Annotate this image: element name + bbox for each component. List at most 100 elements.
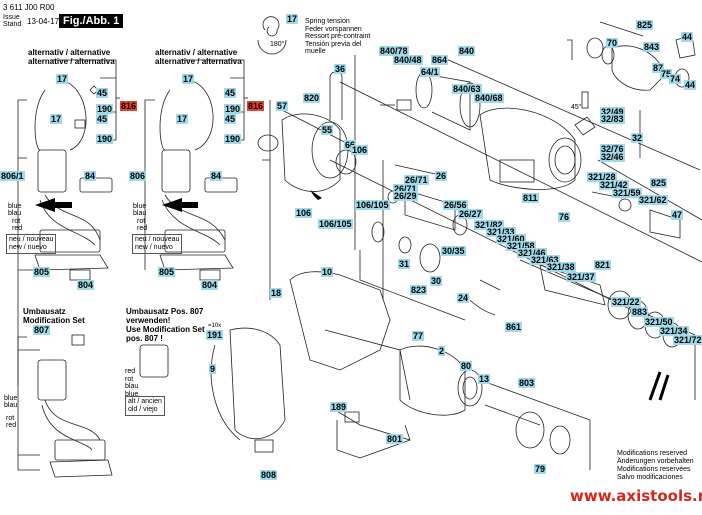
part-label[interactable]: 321/28 <box>587 172 617 182</box>
part-label[interactable]: 807 <box>33 325 51 335</box>
part-label[interactable]: 26/71 <box>393 184 418 194</box>
part-label[interactable]: 805 <box>33 267 51 277</box>
part-label[interactable]: 17 <box>56 74 69 84</box>
part-label[interactable]: 321/46 <box>517 248 547 258</box>
part-label[interactable]: 44 <box>684 80 697 90</box>
part-label[interactable]: 84 <box>84 171 97 181</box>
part-label-highlight[interactable]: 816 <box>247 101 265 111</box>
part-label[interactable]: 77 <box>412 331 425 341</box>
part-label[interactable]: 190 <box>96 134 114 144</box>
part-label[interactable]: 45 <box>224 88 237 98</box>
part-label[interactable]: 321/22 <box>611 297 641 307</box>
part-label[interactable]: 106/105 <box>355 200 390 210</box>
part-label[interactable]: 64/1 <box>420 67 440 77</box>
part-label[interactable]: 803 <box>518 378 536 388</box>
part-label[interactable]: 76 <box>558 212 571 222</box>
part-label[interactable]: 861 <box>505 322 523 332</box>
part-label[interactable]: 190 <box>96 104 114 114</box>
part-label[interactable]: 321/58 <box>506 241 536 251</box>
part-label[interactable]: 74 <box>669 74 682 84</box>
part-label[interactable]: 321/33 <box>486 227 516 237</box>
part-label[interactable]: 2 <box>438 346 446 356</box>
part-label[interactable]: 804 <box>201 280 219 290</box>
part-label[interactable]: 30/35 <box>441 246 466 256</box>
part-label[interactable]: 13 <box>478 374 491 384</box>
part-label[interactable]: 840/78 <box>379 46 409 56</box>
part-label[interactable]: 190 <box>224 134 242 144</box>
part-label[interactable]: 17 <box>182 74 195 84</box>
part-label[interactable]: 80 <box>460 361 473 371</box>
part-label[interactable]: 17 <box>176 114 189 124</box>
part-label[interactable]: 26/27 <box>458 209 483 219</box>
part-label[interactable]: 45 <box>96 114 109 124</box>
part-label[interactable]: 321/34 <box>659 326 689 336</box>
part-label[interactable]: 26 <box>435 171 448 181</box>
part-label[interactable]: 79 <box>534 464 547 474</box>
part-label[interactable]: 820 <box>303 93 321 103</box>
part-label[interactable]: 823 <box>410 285 428 295</box>
part-label[interactable]: 821 <box>594 260 612 270</box>
part-label[interactable]: 811 <box>522 193 539 203</box>
part-label[interactable]: 55 <box>321 125 334 135</box>
part-label[interactable]: 45 <box>224 114 237 124</box>
part-label[interactable]: 321/38 <box>546 262 576 272</box>
part-label-highlight[interactable]: 816 <box>120 101 138 111</box>
part-label[interactable]: 10 <box>321 267 334 277</box>
part-label[interactable]: 18 <box>270 288 283 298</box>
part-label[interactable]: 84 <box>210 171 223 181</box>
part-label[interactable]: 32 <box>631 133 644 143</box>
part-label[interactable]: 26/71 <box>404 175 429 185</box>
part-label[interactable]: 9 <box>209 364 217 374</box>
website-link[interactable]: www.axistools.ru <box>570 487 702 505</box>
part-label[interactable]: 321/37 <box>566 272 596 282</box>
part-label[interactable]: 189 <box>330 402 348 412</box>
part-label[interactable]: 805 <box>158 267 176 277</box>
part-label[interactable]: 321/82 <box>474 220 504 230</box>
part-label[interactable]: 26/56 <box>443 200 468 210</box>
part-label[interactable]: 106/105 <box>318 219 353 229</box>
part-label[interactable]: 30 <box>430 276 443 286</box>
part-label[interactable]: 808 <box>260 470 278 480</box>
part-label[interactable]: 32/83 <box>600 114 625 124</box>
part-label[interactable]: 45 <box>96 88 109 98</box>
part-label[interactable]: 864 <box>431 55 449 65</box>
part-label[interactable]: 66 <box>344 140 357 150</box>
part-label[interactable]: 70 <box>606 38 619 48</box>
part-label[interactable]: 840/68 <box>474 93 504 103</box>
part-label[interactable]: 87 <box>652 63 665 73</box>
part-label[interactable]: 24 <box>457 293 470 303</box>
part-label[interactable]: 801 <box>386 434 404 444</box>
part-label[interactable]: 840/48 <box>393 55 423 65</box>
part-label[interactable]: 26/29 <box>393 191 418 201</box>
part-label[interactable]: 106 <box>295 208 313 218</box>
part-label[interactable]: 57 <box>276 101 289 111</box>
part-label[interactable]: 843 <box>643 42 661 52</box>
part-label[interactable]: 321/50 <box>644 317 674 327</box>
part-label[interactable]: 17 <box>286 14 299 24</box>
part-label[interactable]: 806 <box>129 171 147 181</box>
part-label[interactable]: 321/62 <box>638 195 668 205</box>
part-label[interactable]: 75 <box>660 69 673 79</box>
part-label[interactable]: 47 <box>671 210 684 220</box>
part-label[interactable]: 806/1 <box>0 171 25 181</box>
part-label[interactable]: 825 <box>636 20 654 30</box>
part-label[interactable]: 321/72 <box>673 335 702 345</box>
part-label[interactable]: 840 <box>458 46 476 56</box>
part-label[interactable]: 321/60 <box>496 234 526 244</box>
part-label[interactable]: 321/63 <box>530 255 560 265</box>
part-label[interactable]: 32/46 <box>600 152 625 162</box>
part-label[interactable]: 36 <box>334 64 347 74</box>
part-label[interactable]: 17 <box>50 114 63 124</box>
part-label[interactable]: 32/76 <box>600 144 625 154</box>
part-label[interactable]: 804 <box>77 280 95 290</box>
part-label[interactable]: 825 <box>650 178 668 188</box>
part-label[interactable]: 191 <box>206 330 224 340</box>
part-label[interactable]: 840/63 <box>452 84 482 94</box>
part-label[interactable]: 106 <box>351 145 369 155</box>
part-label[interactable]: 31 <box>398 259 411 269</box>
part-label[interactable]: 190 <box>224 104 242 114</box>
part-label[interactable]: 32/49 <box>600 107 625 117</box>
part-label[interactable]: 44 <box>681 32 694 42</box>
part-label[interactable]: 883 <box>631 307 649 317</box>
part-label[interactable]: 321/42 <box>599 180 629 190</box>
